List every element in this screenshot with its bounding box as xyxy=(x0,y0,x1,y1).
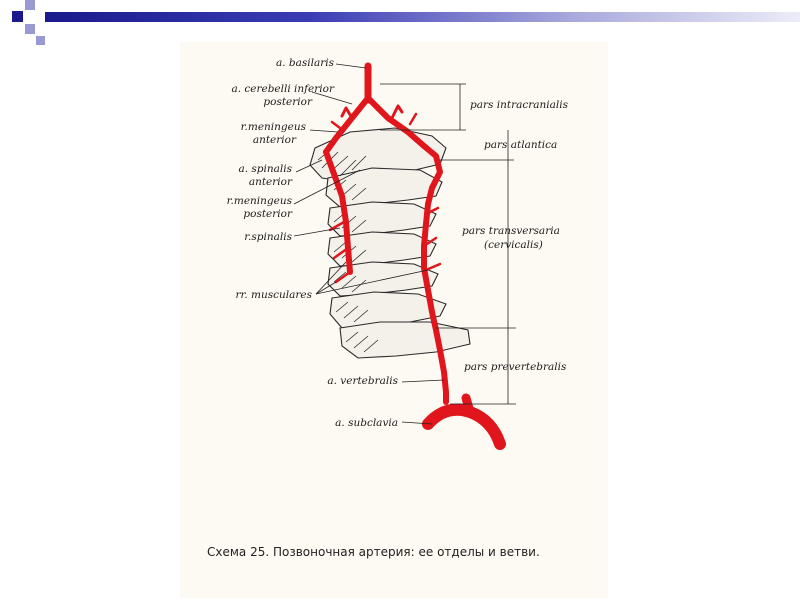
label-basilaris: a. basilaris xyxy=(276,57,335,69)
vertebral-artery-right-cervical xyxy=(421,143,449,405)
vertebral-artery-right-intracranial xyxy=(365,95,427,149)
labels: a. basilaris a. cerebelli inferior poste… xyxy=(227,57,569,429)
vertebral-artery-left-intracranial xyxy=(323,95,371,155)
label-meningeus-anterior-2: anterior xyxy=(253,134,297,146)
subclavian-artery xyxy=(422,403,506,450)
label-cervicalis: (cervicalis) xyxy=(484,239,543,251)
label-pars-atlantica: pars atlantica xyxy=(484,139,557,151)
spinal-branch xyxy=(328,220,346,232)
label-subclavia: a. subclavia xyxy=(335,417,398,429)
figure-caption: Схема 25. Позвоночная артерия: ее отделы… xyxy=(207,545,540,559)
label-pars-transversaria: pars transversaria xyxy=(462,225,560,237)
pica-left xyxy=(340,106,354,120)
label-spinalis-anterior-2: anterior xyxy=(249,176,293,188)
muscular-branch xyxy=(424,262,442,272)
section-brackets xyxy=(380,83,516,405)
deco-square xyxy=(25,0,35,10)
cervical-spine xyxy=(309,127,471,359)
title-bar xyxy=(45,12,800,22)
deco-square xyxy=(12,11,23,22)
atlas xyxy=(309,127,447,183)
label-pars-intracranialis: pars intracranialis xyxy=(470,99,569,111)
vertebra-c4 xyxy=(327,231,437,267)
vertebra-c6 xyxy=(329,291,447,329)
vertebral-artery-left-cervical xyxy=(323,149,353,275)
label-meningeus-anterior-1: r.meningeus xyxy=(241,121,307,133)
meningeal-right-branch xyxy=(408,112,418,126)
label-rr-musculares: rr. musculares xyxy=(235,289,312,301)
muscular-branch xyxy=(334,270,352,284)
label-vertebralis: a. vertebralis xyxy=(327,375,398,387)
vertebra-c7 xyxy=(339,321,471,359)
slide-decoration xyxy=(0,0,800,50)
vertebra-c3 xyxy=(327,201,437,237)
label-r-spinalis: r.spinalis xyxy=(244,231,292,243)
subclavian-trunk xyxy=(461,393,475,417)
pica-right xyxy=(390,104,404,120)
label-meningeus-posterior-1: r.meningeus xyxy=(227,195,293,207)
label-cerebelli-inferior: a. cerebelli inferior xyxy=(231,83,335,95)
label-meningeus-posterior-2: posterior xyxy=(243,208,293,220)
deco-square xyxy=(36,36,45,45)
muscular-branch xyxy=(332,246,350,260)
label-spinalis-anterior-1: a. spinalis xyxy=(238,163,292,175)
leader-lines xyxy=(293,63,445,425)
muscular-branch xyxy=(422,236,438,248)
meningeal-anterior-branch xyxy=(330,120,342,130)
muscular-branch xyxy=(424,206,440,216)
label-pars-prevertebralis: pars prevertebralis xyxy=(464,361,567,373)
label-cerebelli-posterior: posterior xyxy=(263,96,313,108)
deco-square xyxy=(25,24,35,34)
arteries xyxy=(323,62,506,450)
